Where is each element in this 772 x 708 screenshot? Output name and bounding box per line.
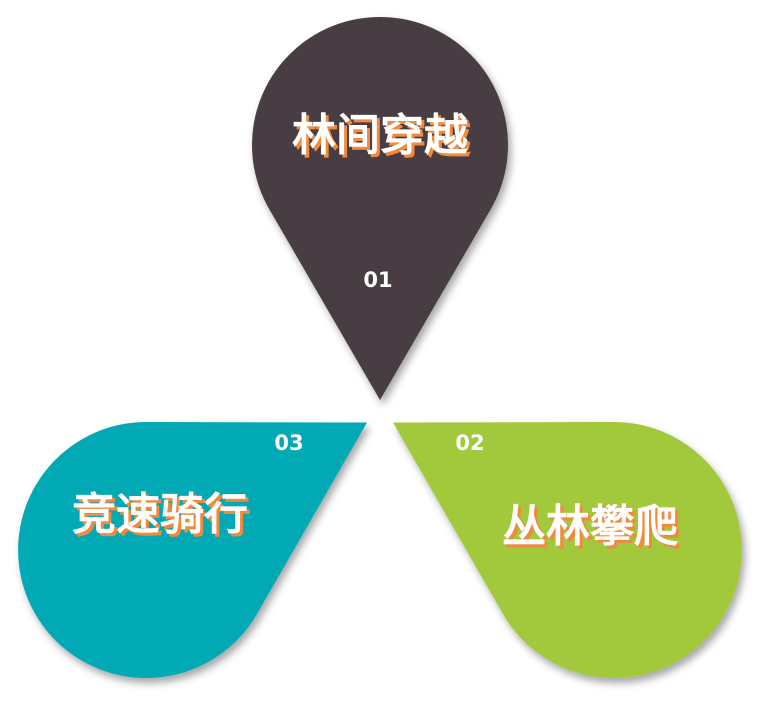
number-03: 03: [274, 431, 303, 455]
number-02: 02: [455, 431, 484, 455]
label-03: 竞速骑行: [72, 489, 248, 540]
number-01: 01: [363, 268, 392, 292]
label-01: 林间穿越: [292, 110, 469, 161]
label-02: 丛林攀爬: [502, 501, 678, 552]
pin-01: [252, 16, 508, 400]
pin-03-content: 竞速骑行 03: [72, 431, 304, 540]
pin-02-content: 丛林攀爬 02: [455, 431, 678, 552]
pin-01-content: 林间穿越 01: [292, 110, 469, 292]
